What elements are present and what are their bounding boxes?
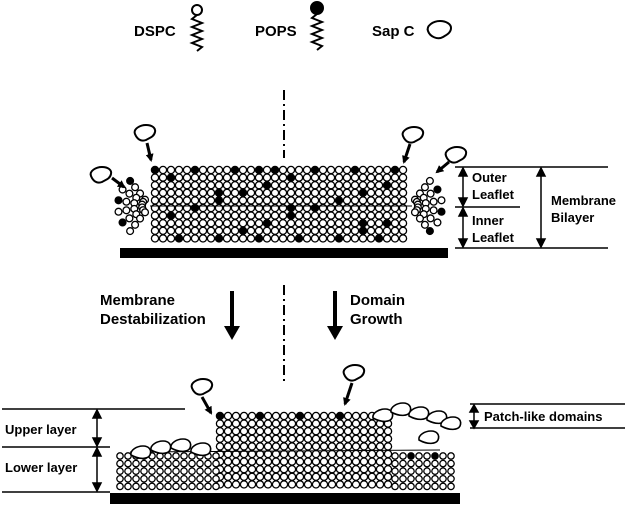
sapc-label: Sap C: [372, 23, 415, 40]
leaflet-brackets: [455, 166, 608, 249]
dspc-legend-icon: [189, 4, 205, 52]
dspc-label: DSPC: [134, 23, 176, 40]
sapc-protein-icon: [89, 123, 468, 396]
binding-arrows: [111, 142, 450, 415]
patch-like-domains-label: Patch-like domains: [484, 409, 603, 424]
lower-layer-label: Lower layer: [5, 460, 78, 475]
pops-label: POPS: [255, 23, 297, 40]
lipid-bilayer-intact: [114, 165, 446, 243]
layer-brackets: [2, 403, 625, 493]
transition-arrows: [224, 291, 343, 340]
pops-legend-icon: [309, 1, 325, 51]
lipid-bilayer-destabilized: [116, 402, 462, 491]
substrate-top: [120, 248, 448, 258]
sapc-legend-icon: [426, 19, 453, 40]
substrate-bottom: [110, 493, 460, 504]
upper-layer-label: Upper layer: [5, 422, 77, 437]
